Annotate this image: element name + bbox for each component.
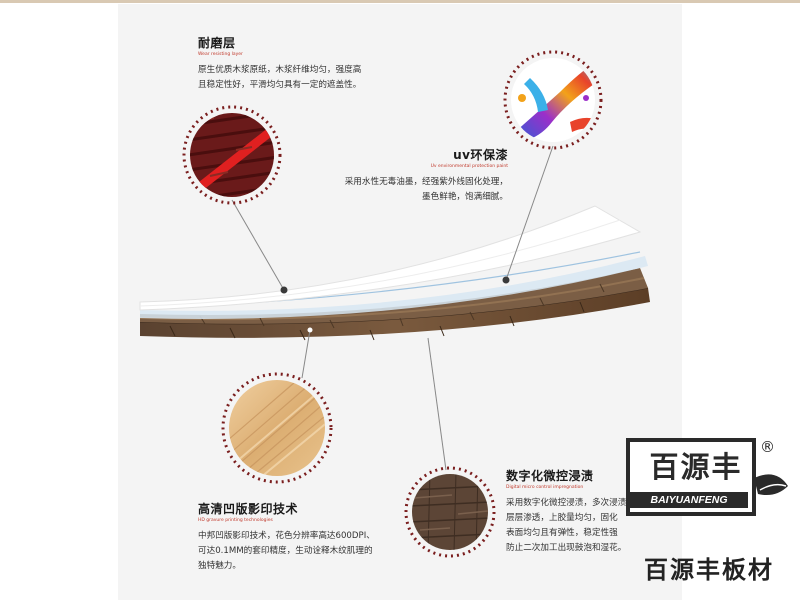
wear-layer-description: 原生优质木浆原纸，木浆纤维均匀，强度高 且稳定性好，平滑均匀具有一定的遮盖性。 (198, 65, 362, 90)
uv-paint-subtitle: Uv environmental protection paint (430, 164, 508, 169)
brand-logo: 百源丰 BAIYUANFENG ® 百源丰板材 (626, 438, 792, 598)
uv-paint-section: uv环保漆 Uv environmental protection paint … (318, 146, 508, 205)
wear-layer-sample-icon (182, 105, 282, 205)
logo-english-name: BAIYUANFENG (630, 492, 748, 508)
digital-impregnation-sample-icon (404, 466, 496, 558)
gravure-section: 高清凹版影印技术 HD gravure printing technologie… (198, 500, 418, 574)
wear-layer-title: 耐磨层 (198, 36, 236, 50)
gravure-subtitle: HD gravure printing technologies (198, 518, 273, 523)
digital-impregnation-title: 数字化微控浸渍 (506, 469, 594, 483)
leaf-icon (754, 474, 788, 495)
top-border-line (0, 0, 800, 3)
gravure-title: 高清凹版影印技术 (198, 502, 299, 516)
uv-paint-splash-icon (503, 50, 603, 150)
digital-impregnation-subtitle: Digital micro control impregnation (506, 485, 584, 490)
brand-line: 百源丰板材 (644, 556, 774, 584)
wear-layer-subtitle: Wear resisting layer (198, 52, 243, 57)
uv-paint-description: 采用水性无毒油墨，经强紫外线固化处理， 墨色鲜艳，饱满细腻。 (344, 177, 508, 202)
wear-layer-section: 耐磨层 Wear resisting layer 原生优质木浆原纸，木浆纤维均匀… (198, 34, 438, 93)
registered-mark: ® (760, 438, 775, 456)
digital-impregnation-description: 采用数字化微控浸渍，多次浸渍， 层层渗透，上胶量均匀，固化 表面均匀且有弹性，稳… (506, 498, 635, 553)
uv-paint-title: uv环保漆 (453, 148, 508, 162)
gravure-wood-sample-icon (221, 372, 333, 484)
logo-chinese-name: 百源丰 (649, 450, 743, 484)
digital-impregnation-section: 数字化微控浸渍 Digital micro control impregnati… (506, 467, 666, 556)
wear-layer-sheet (139, 205, 642, 311)
gravure-description: 中邦凹版影印技术，花色分辨率高达600DPI、 可达0.1MM的套印精度，生动诠… (198, 531, 375, 571)
